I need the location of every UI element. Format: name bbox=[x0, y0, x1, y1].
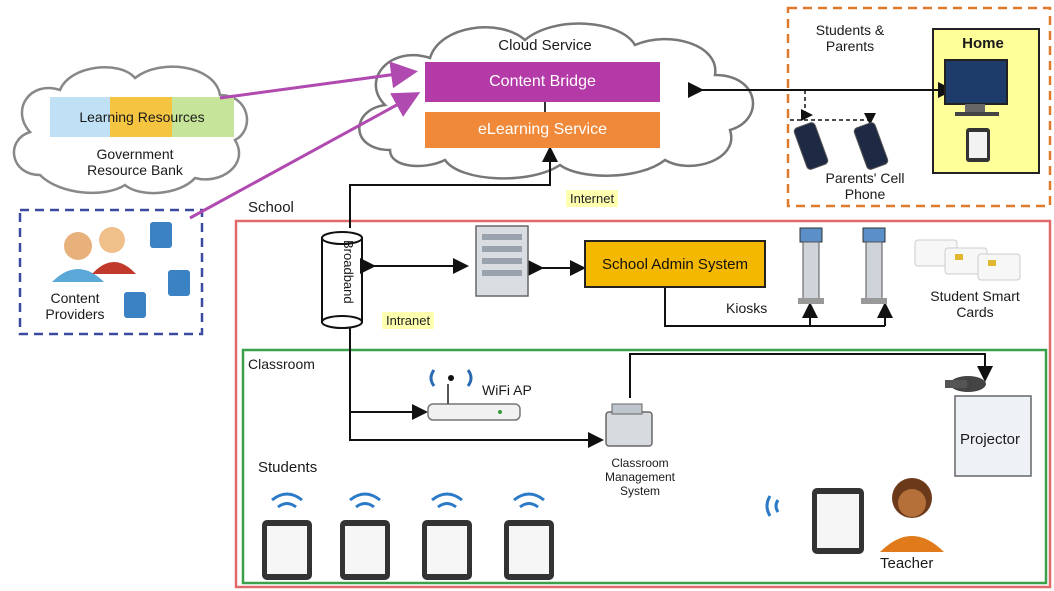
teacher-label: Teacher bbox=[880, 555, 934, 572]
students-label: Students bbox=[258, 459, 318, 476]
kiosks-label: Kiosks bbox=[726, 300, 768, 316]
wifi-ap-icon bbox=[427, 384, 521, 421]
home-tablet-icon bbox=[966, 128, 990, 162]
projector-label: Projector bbox=[960, 431, 1021, 448]
phone-icon bbox=[793, 122, 829, 170]
classroom-label: Classroom bbox=[248, 356, 315, 372]
wifi-signal-icon bbox=[429, 369, 473, 387]
broadband-label: Broadband bbox=[341, 240, 356, 304]
cloud-title: Cloud Service bbox=[498, 37, 592, 54]
broadband-cylinder bbox=[321, 231, 363, 329]
cms-label: Classroom Management System bbox=[604, 456, 676, 498]
student-tablet-icon bbox=[504, 520, 554, 580]
internet-label: Internet bbox=[566, 190, 619, 207]
classroom-zone bbox=[241, 348, 1048, 585]
student-tablet-icon bbox=[340, 520, 390, 580]
school-label: School bbox=[248, 199, 294, 216]
government-resource-bank-label: Government Resource Bank bbox=[87, 146, 183, 178]
home-zone bbox=[786, 6, 1052, 208]
providers-zone bbox=[18, 208, 204, 336]
teacher-icon bbox=[880, 478, 944, 552]
server-icon bbox=[475, 225, 529, 297]
home-computer-icon bbox=[944, 59, 1008, 116]
student-tablet-icon bbox=[422, 520, 472, 580]
classroom-management-icon bbox=[605, 403, 653, 447]
gov-to-cloud-arrow bbox=[219, 61, 418, 100]
kiosk-icon bbox=[798, 227, 824, 304]
smart-cards-label: Student Smart Cards bbox=[930, 288, 1020, 320]
intranet-label: Intranet bbox=[382, 312, 435, 329]
home-label: Home bbox=[962, 35, 1004, 52]
teacher-tablet-icon bbox=[812, 488, 864, 554]
wifi-signal-icon bbox=[271, 492, 780, 517]
students-parents-label: Students & Parents bbox=[815, 22, 885, 54]
kiosk-icon bbox=[861, 227, 887, 304]
content-providers-icon bbox=[52, 227, 136, 282]
phone-icon bbox=[853, 122, 889, 170]
school-zone bbox=[234, 219, 1052, 589]
student-tablet-icon bbox=[262, 520, 312, 580]
content-providers-label: Content Providers bbox=[45, 290, 105, 322]
projector-icon bbox=[945, 376, 1032, 477]
smart-card-icon bbox=[914, 239, 1021, 281]
content-bridge-box: Content Bridge bbox=[425, 62, 660, 102]
learning-resources-label: Learning Resources bbox=[79, 109, 205, 125]
elearning-service-box: eLearning Service bbox=[425, 112, 660, 148]
parents-cell-phone-label: Parents' Cell Phone bbox=[825, 170, 905, 202]
e-book-icon bbox=[124, 222, 190, 318]
wifi-ap-label: WiFi AP bbox=[482, 382, 532, 398]
providers-to-cloud-arrow bbox=[189, 92, 421, 220]
school-admin-box: School Admin System bbox=[584, 240, 766, 288]
